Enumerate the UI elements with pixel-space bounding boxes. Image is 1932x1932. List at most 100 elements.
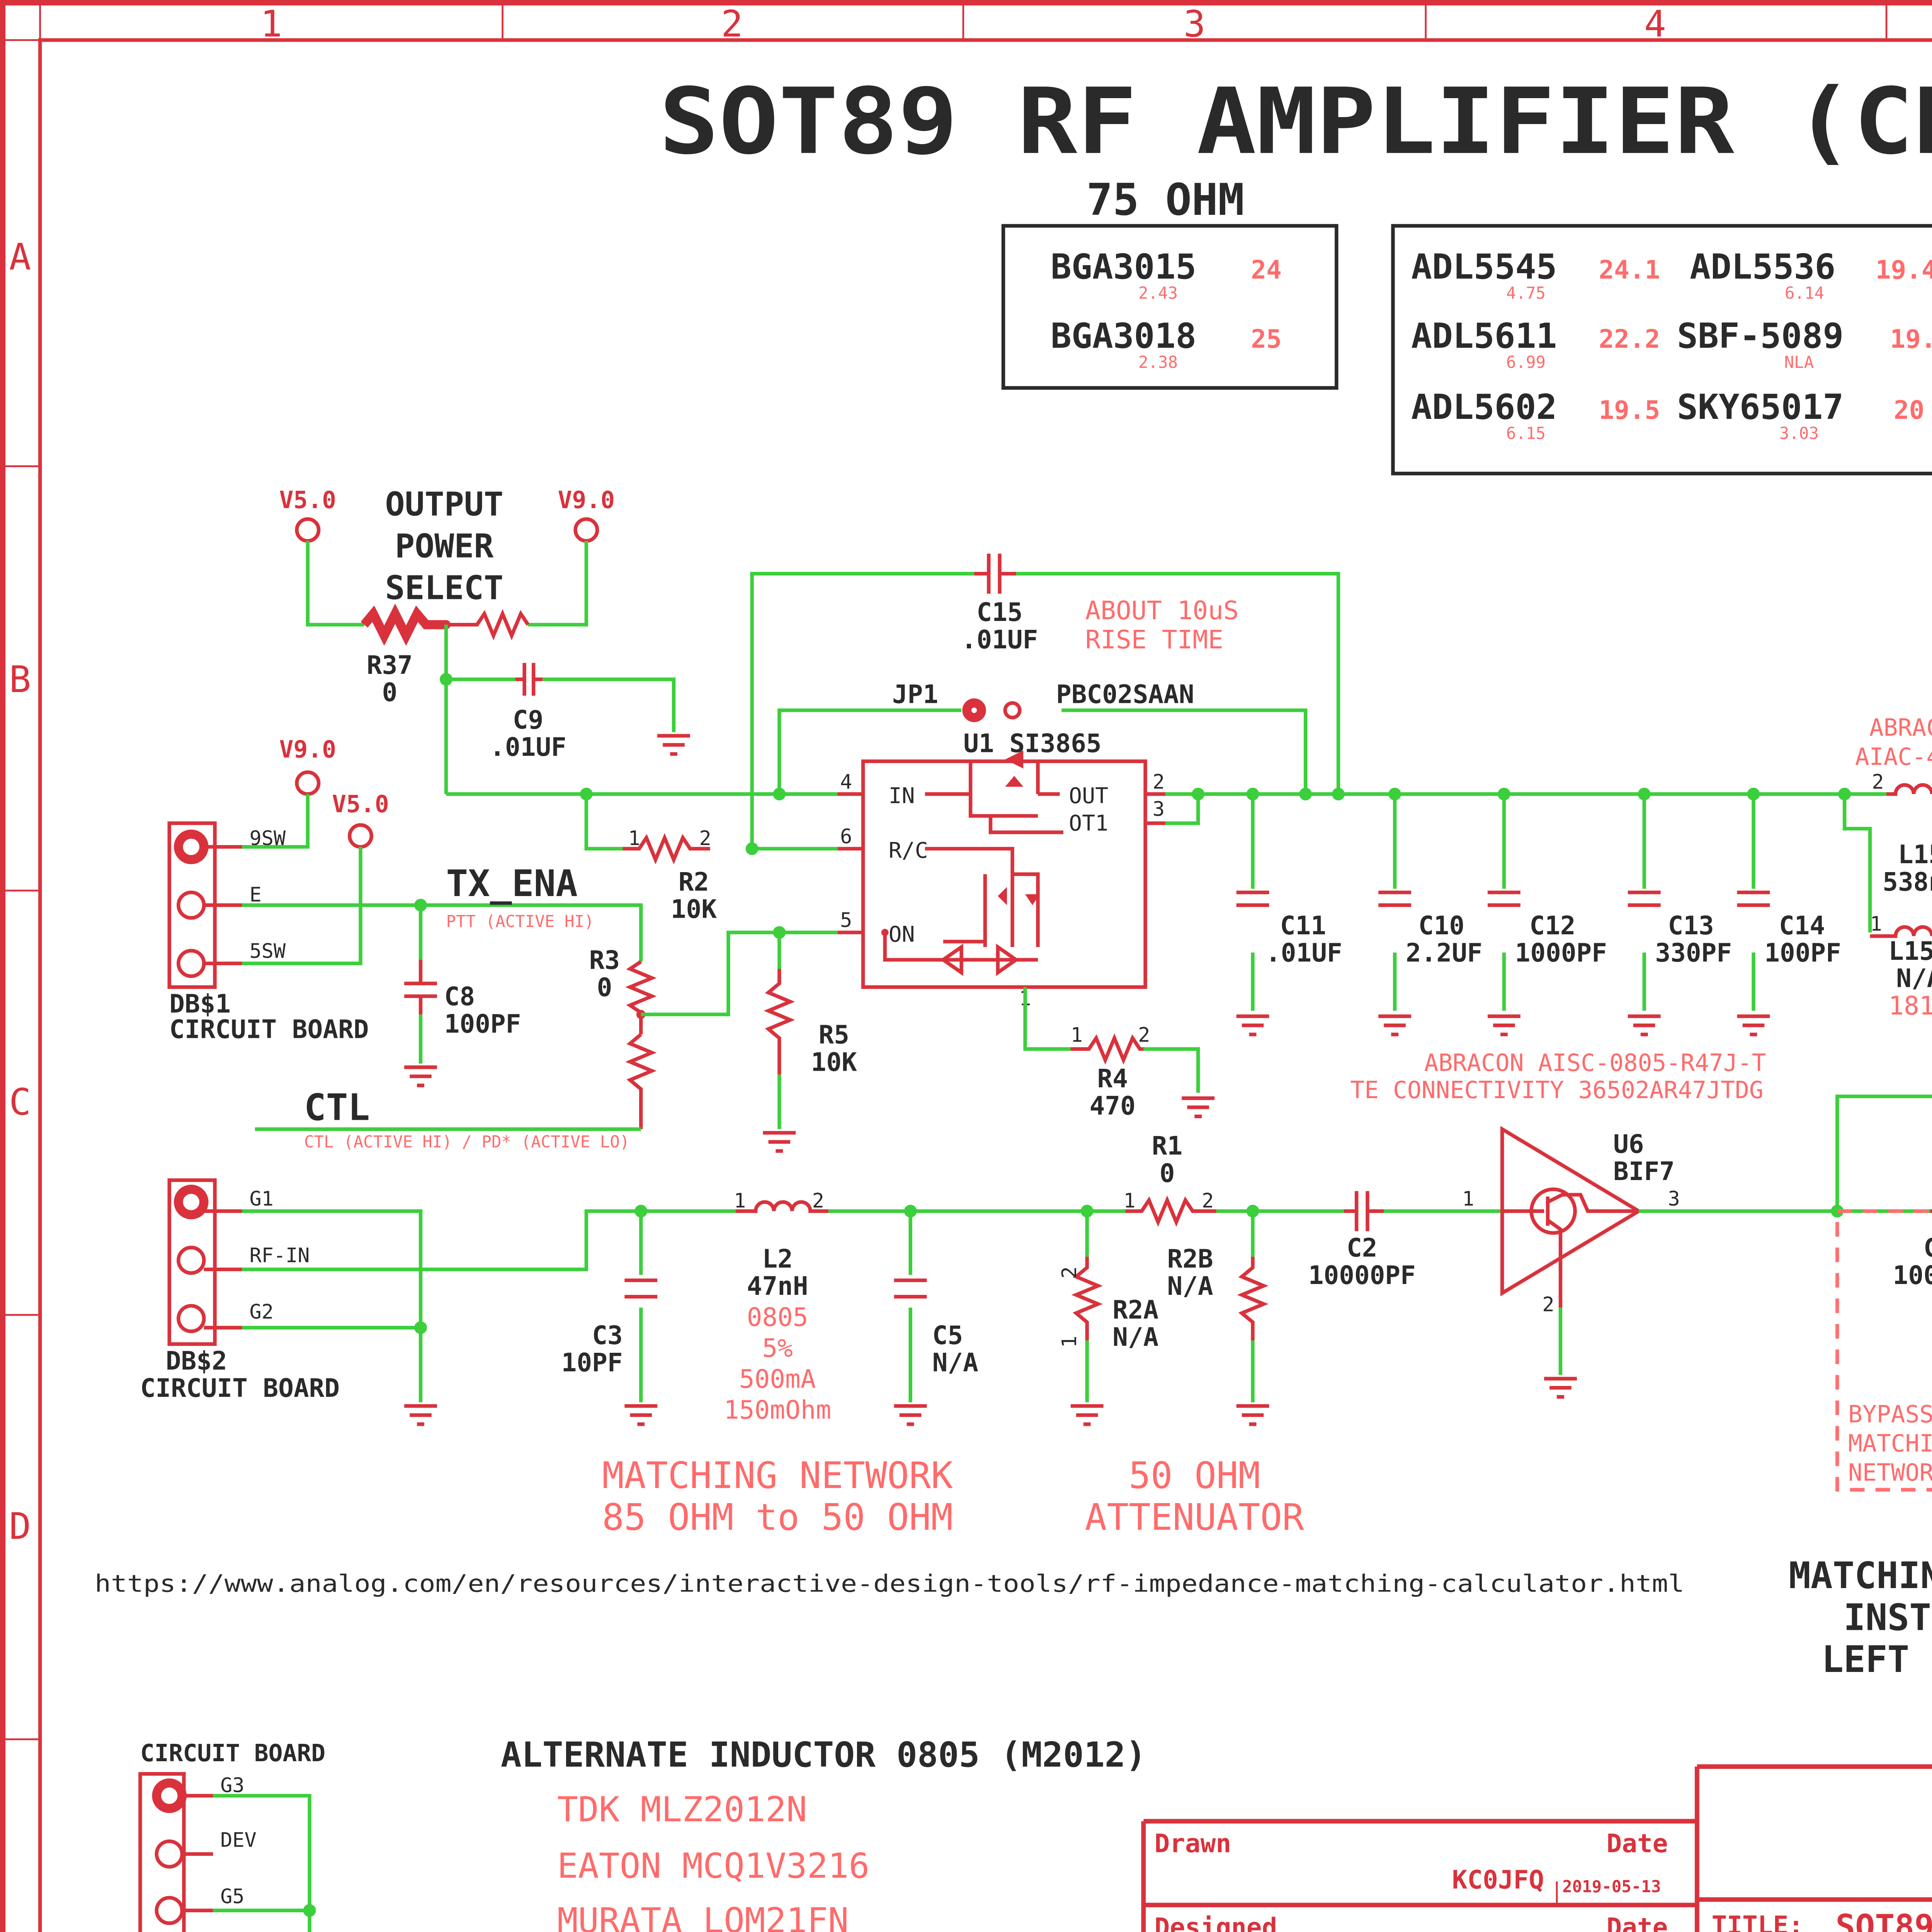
bypass-region-outline	[1835, 1209, 1932, 1492]
amp-entry: SBF-5089 19.5 NLA	[1677, 316, 1932, 372]
r3-resistor-icon	[625, 960, 657, 1035]
amp-entry: ADL5536 19.4 6.14	[1690, 247, 1932, 303]
part-name: BGA3018	[1051, 316, 1196, 356]
date-label: Date	[1607, 1912, 1668, 1932]
c5-capacitor-icon	[894, 1278, 927, 1299]
supply-terminal-icon	[348, 823, 374, 849]
svg-text:1: 1	[734, 1189, 746, 1213]
r2b-label: R2B	[1167, 1244, 1213, 1274]
part-name: SKY65017	[1677, 387, 1844, 427]
r4-resistor-icon	[1070, 1033, 1144, 1065]
calculator-url-link[interactable]: https://www.analog.com/en/resources/inte…	[95, 1570, 1684, 1597]
r5-label: R5	[819, 1020, 849, 1050]
ground-icon	[1737, 1014, 1770, 1036]
ground-icon	[763, 1131, 796, 1153]
r2a-value: N/A	[1112, 1322, 1158, 1352]
l15-vendor: ABRACON	[1869, 714, 1932, 742]
title-block: Drawn Date KC0JFQ 2019-05-13 Designed Da…	[1141, 1764, 1932, 1932]
pad-icon	[152, 1778, 187, 1813]
db1-connector: 9SW E 5SW DB$1 CIRCUIT BOARD V9.0 V5.0	[167, 736, 643, 1044]
resistor-icon	[446, 609, 530, 641]
sheet-title: SOT89 RF AMPLIFIER (CHIRP SPECIFIC)	[659, 68, 1932, 175]
r2-label: R2	[679, 867, 709, 897]
pad-icon	[177, 1245, 206, 1275]
load-switch-section: C15 .01UF ABOUT 10uS RISE TIME JP1 PBC02…	[446, 553, 1851, 1153]
column-labels: 1 2 3 4 5 6	[260, 3, 1666, 45]
l1-alternate-note: TE CONNECTIVITY 36502AR47JTDG	[1350, 1077, 1763, 1104]
db3-connector: CIRCUIT BOARD G3 DEV G5 DB$3	[138, 1740, 325, 1932]
l15b-label: L15B	[1888, 936, 1932, 966]
c15-capacitor-icon	[974, 553, 1016, 594]
pin-label: G5	[220, 1885, 244, 1908]
c3-label: C3	[592, 1320, 622, 1350]
c15-label: C15	[977, 597, 1023, 627]
svg-text:1: 1	[1071, 1024, 1083, 1047]
noise-figure: NLA	[1784, 353, 1814, 372]
matching-note: MATCHING NETWORK	[602, 1455, 953, 1497]
svg-text:1: 1	[1124, 1189, 1136, 1213]
part-name: BGA3015	[1051, 247, 1196, 287]
c2-label: C2	[1347, 1233, 1377, 1263]
c10-capacitor: C10 2.2UF	[1378, 794, 1483, 1036]
svg-text:1: 1	[628, 827, 640, 850]
jumper-pad-icon[interactable]	[962, 698, 986, 722]
supply-label-v5: V5.0	[279, 486, 337, 514]
c21-value: 10000PF	[1893, 1260, 1932, 1290]
c14-capacitor: C14 100PF	[1737, 794, 1841, 1036]
pin-label: G3	[220, 1774, 244, 1797]
noise-figure: 6.99	[1506, 353, 1546, 372]
gain: 22.2	[1599, 324, 1660, 354]
svg-text:2: 2	[1058, 1267, 1081, 1279]
alt-inductor-item: EATON MCQ1V3216	[557, 1846, 869, 1886]
u6-amplifier-icon	[1500, 1126, 1643, 1296]
pin-name: OT1	[1069, 811, 1108, 836]
cap-value: 330PF	[1655, 938, 1732, 968]
col-label: 3	[1184, 3, 1206, 45]
pin-number: 3	[1668, 1187, 1680, 1211]
c21-label: C21	[1923, 1233, 1932, 1263]
power-select-label: POWER	[395, 527, 494, 565]
r2-resistor-icon	[622, 833, 710, 864]
row-label: D	[9, 1506, 31, 1548]
part-name: ADL5602	[1411, 387, 1557, 427]
gain: 20	[1894, 395, 1924, 425]
pin-number: 1	[1462, 1187, 1474, 1211]
cap-value: 100PF	[1764, 938, 1841, 968]
r2-value: 10K	[671, 895, 717, 924]
power-select-label: OUTPUT	[385, 485, 503, 524]
drawn-date: 2019-05-13	[1562, 1878, 1661, 1896]
cap-label: C13	[1668, 911, 1714, 940]
pad-icon	[177, 949, 206, 978]
amp-entry: ADL5611 22.2 6.99	[1411, 316, 1660, 372]
mosfet-icon	[837, 750, 1165, 976]
supply-label-v5: V5.0	[332, 791, 389, 818]
ptt-note: PTT (ACTIVE HI)	[446, 912, 594, 931]
noise-figure: 6.14	[1785, 284, 1824, 303]
attenuator-note: 50 OHM	[1129, 1455, 1260, 1497]
amplifier-stage: C2 10000PF 1 U6 BIF7 3 2	[1308, 1126, 1930, 1399]
cap-value: 1000PF	[1515, 938, 1607, 968]
u1-label: U1 SI3865	[963, 729, 1101, 759]
ctl-label: CTL	[304, 1087, 370, 1129]
pin-number: 2	[1153, 770, 1165, 794]
svg-text:2: 2	[699, 827, 711, 850]
noise-figure: 2.38	[1138, 353, 1178, 372]
l2-inductor-icon	[735, 1200, 829, 1213]
l15-inductor-icon	[1886, 783, 1932, 796]
jumper-pad-icon[interactable]	[1003, 701, 1022, 719]
svg-text:2: 2	[812, 1189, 824, 1213]
l15-vendor: AIAC-4125	[1855, 743, 1932, 771]
pad-icon	[174, 1185, 209, 1219]
title-value: SOT89 RF AMP (TX_ENA)	[1835, 1908, 1932, 1932]
l2-note: 0805	[747, 1302, 808, 1332]
c15-value: .01UF	[961, 625, 1038, 655]
supply-terminal-icon	[295, 770, 321, 796]
noise-figure: 2.43	[1138, 284, 1178, 303]
amp-entry: BGA3015 24 2.43	[1051, 247, 1282, 303]
r37-value: 0	[382, 678, 398, 707]
noise-figure: 4.75	[1506, 284, 1546, 303]
pad-icon	[155, 1896, 184, 1925]
ground-icon	[1544, 1377, 1577, 1399]
c12-capacitor: C12 1000PF	[1488, 794, 1607, 1036]
